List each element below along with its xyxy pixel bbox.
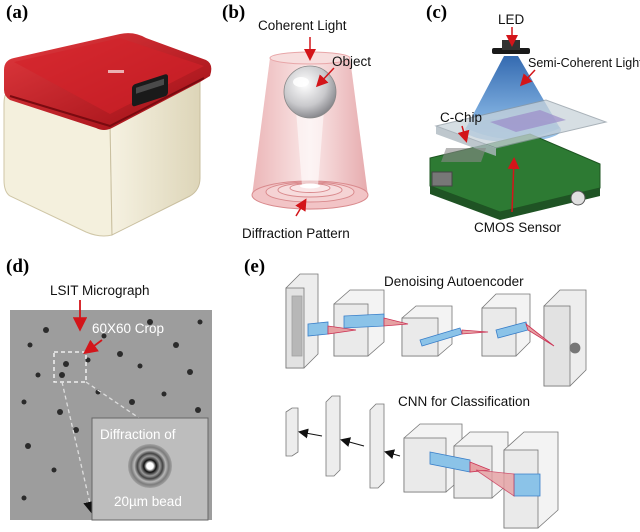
panel-label-b: (b) <box>222 2 246 23</box>
c-chip-label: C-Chip <box>440 110 483 125</box>
autoencoder-blocks <box>285 273 587 387</box>
panel-label-c: (c) <box>426 2 448 23</box>
led-label: LED <box>498 12 525 27</box>
object-label: Object <box>332 54 372 69</box>
lsit-micrograph-label: LSIT Micrograph <box>50 283 150 298</box>
inset-label-line2: 20µm bead <box>114 494 182 509</box>
lensfree-device-illustration <box>3 33 212 237</box>
panel-label-e: (e) <box>244 256 266 277</box>
autoencoder-label: Denoising Autoencoder <box>384 274 524 289</box>
coherent-light-label: Coherent Light <box>258 18 347 33</box>
network-architecture-diagram <box>285 273 587 529</box>
cnn-blocks <box>285 395 559 529</box>
diffraction-pattern-label: Diffraction Pattern <box>242 226 350 241</box>
panel-label-d: (d) <box>6 256 30 277</box>
inset-label-line1: Diffraction of <box>100 427 176 442</box>
lensfree-hardware-diagram <box>429 27 608 220</box>
semi-coherent-light-label: Semi-Coherent Light <box>528 56 640 70</box>
panel-label-a: (a) <box>6 2 29 23</box>
coherent-diffraction-diagram <box>251 37 369 217</box>
lsit-micrograph <box>10 300 212 521</box>
crop-label: 60X60 Crop <box>92 321 165 336</box>
cnn-label: CNN for Classification <box>398 394 531 409</box>
cmos-sensor-label: CMOS Sensor <box>474 220 562 235</box>
